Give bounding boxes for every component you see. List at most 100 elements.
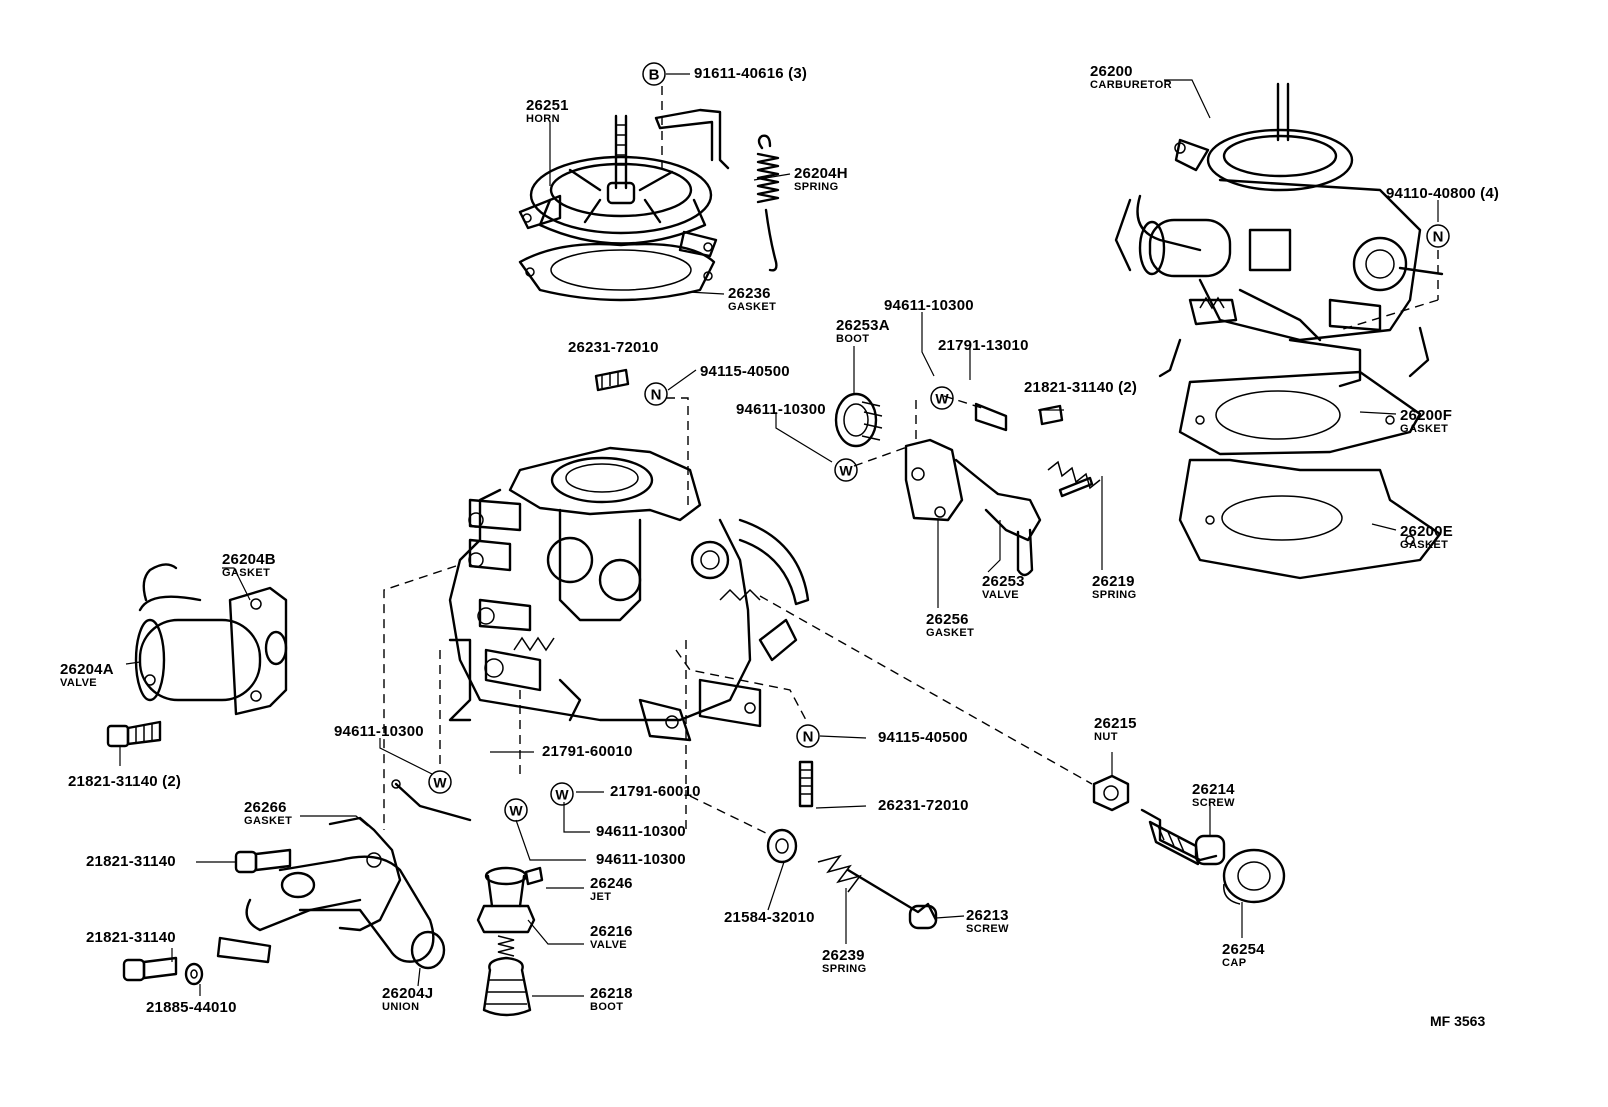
part-number: 94115-40500 (700, 363, 790, 380)
part-number: 26200F (1400, 407, 1453, 424)
stud-26231-drawing (594, 368, 630, 392)
symbol-n-letter: N (803, 729, 814, 746)
part-name: SPRING (1092, 589, 1137, 601)
part-label-21791-13010: 21791-13010 (938, 338, 1029, 353)
symbol-n-nut-lower: N (796, 724, 820, 748)
part-number: 21821-31140 (86, 853, 176, 870)
symbol-w-letter: W (433, 775, 447, 791)
part-name: CARBURETOR (1090, 79, 1173, 91)
part-name: BOOT (836, 333, 870, 345)
part-name: UNION (382, 1001, 420, 1013)
symbol-w-letter: W (935, 391, 949, 407)
part-name: JET (590, 891, 612, 903)
part-number: 26218 (590, 985, 633, 1002)
part-number: 26204J (382, 985, 434, 1002)
part-name: GASKET (926, 627, 975, 639)
symbol-w-letter: W (509, 803, 523, 819)
symbol-n-letter: N (1433, 229, 1444, 246)
part-number: 26200 (1090, 63, 1133, 80)
part-number: 26204H (794, 165, 848, 182)
carburetor-drawing (1114, 82, 1444, 388)
horn-drawing (518, 114, 718, 302)
part-number: 21821-31140 (2) (1024, 379, 1138, 396)
part-label-26231-72010-lower: 26231-72010 (878, 798, 969, 813)
part-name: HORN (526, 113, 560, 125)
nut-screw-cap-drawing (1092, 774, 1286, 905)
idle-screw-drawing (766, 828, 938, 930)
bracket-drawing (654, 86, 730, 170)
gasket-26200e-drawing (1178, 458, 1442, 580)
part-name: GASKET (244, 815, 293, 827)
part-number: 26253 (982, 573, 1025, 590)
part-number: 26231-72010 (568, 339, 659, 356)
symbol-w-washer-valve: W (930, 386, 954, 410)
part-number: 21821-31140 (2) (68, 773, 182, 790)
part-number: 26266 (244, 799, 287, 816)
part-number: 26214 (1192, 781, 1235, 798)
part-number: 26204B (222, 551, 276, 568)
part-number: 26236 (728, 285, 771, 302)
part-number: 21584-32010 (724, 909, 815, 926)
diagram-code: MF 3563 (1430, 1013, 1486, 1029)
part-label-94611-10300-d: 94611-10300 (596, 824, 686, 839)
part-number: 26204A (60, 661, 114, 678)
part-number: 26239 (822, 947, 865, 964)
part-label-21821-31140-right: 21821-31140 (2) (1024, 380, 1137, 395)
part-number: 94611-10300 (334, 723, 424, 740)
symbol-w-letter: W (555, 787, 569, 803)
part-label-21821-31140-b: 21821-31140 (86, 930, 176, 945)
part-number: 26256 (926, 611, 969, 628)
part-name: NUT (1094, 731, 1118, 743)
carburetor-body-drawing (448, 446, 810, 742)
screw-21821-31140-drawing (106, 720, 162, 748)
union-drawing (216, 816, 446, 970)
part-number: 94110-40800 (4) (1386, 185, 1500, 202)
part-number: 26254 (1222, 941, 1265, 958)
part-label-21791-60010-a: 21791-60010 (542, 744, 633, 759)
part-number: 26246 (590, 875, 633, 892)
part-number: 21821-31140 (86, 929, 176, 946)
part-name: SPRING (822, 963, 867, 975)
symbol-w-letter: W (839, 463, 853, 479)
part-label-26231-72010-top: 26231-72010 (568, 340, 659, 355)
part-name: GASKET (1400, 539, 1449, 551)
part-number: 94611-10300 (884, 297, 974, 314)
part-number: 26215 (1094, 715, 1137, 732)
part-label-94611-10300-b: 94611-10300 (736, 402, 826, 417)
part-number: 94611-10300 (596, 851, 686, 868)
screw-small-drawing (122, 848, 292, 986)
symbol-b-letter: B (649, 67, 660, 84)
part-name: VALVE (590, 939, 628, 951)
part-label-94110-40800: 94110-40800 (4) (1386, 186, 1499, 201)
part-number: 94611-10300 (736, 401, 826, 418)
part-number: 26200E (1400, 523, 1453, 540)
part-label-21821-31140-a: 21821-31140 (86, 854, 176, 869)
symbol-w-washer-boot: W (834, 458, 858, 482)
jet-valve-boot-drawing (476, 866, 544, 1017)
part-number: 26231-72010 (878, 797, 969, 814)
part-label-94611-10300-a: 94611-10300 (884, 298, 974, 313)
part-number: 26253A (836, 317, 890, 334)
part-label-21885-44010: 21885-44010 (146, 1000, 237, 1015)
part-number: 26251 (526, 97, 569, 114)
part-label-94115-40500-top: 94115-40500 (700, 364, 790, 379)
part-name: GASKET (728, 301, 777, 313)
valve-26253-drawing (834, 392, 1101, 577)
part-number: 21791-60010 (610, 783, 701, 800)
part-name: GASKET (222, 567, 271, 579)
